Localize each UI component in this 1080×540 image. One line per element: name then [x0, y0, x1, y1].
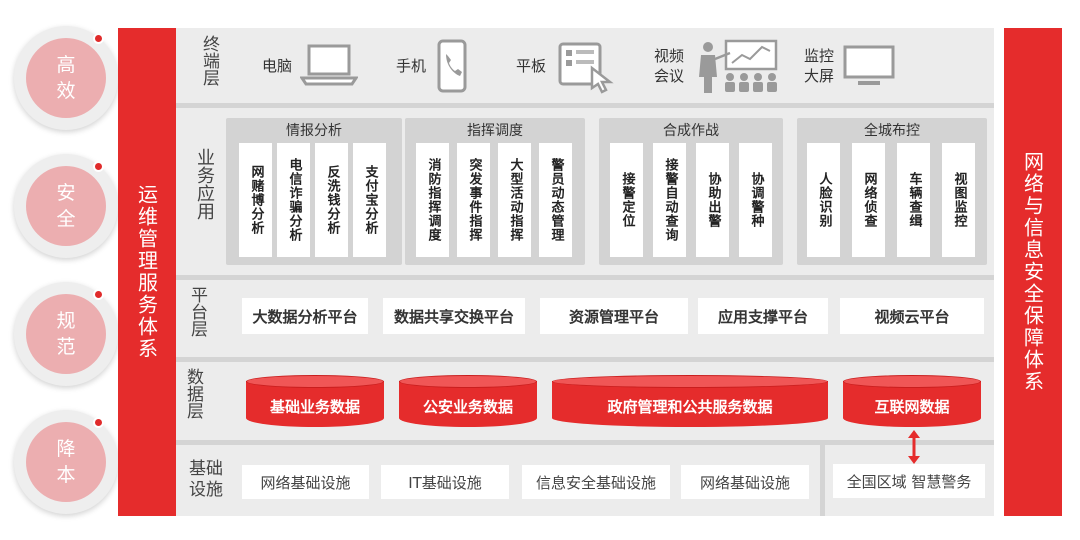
principle-text: 范 — [56, 336, 76, 358]
data-layer-label: 数据层 — [183, 368, 203, 419]
business-application-layer: 业务应用 情报分析 网赌博分析 电信诈骗分析 反洗钱分析 支付宝分析 指挥调度 … — [176, 108, 994, 275]
business-card: 支付宝分析 — [353, 143, 386, 257]
business-card: 视图监控 — [942, 143, 975, 257]
principle-text: 全 — [56, 208, 76, 230]
data-cylinder: 公安业务数据 — [399, 375, 537, 427]
principle-circle-cost: 降 本 — [14, 410, 118, 514]
infrastructure-box: IT基础设施 — [381, 465, 509, 499]
infrastructure-box: 网络基础设施 — [242, 465, 369, 499]
red-dot-icon — [93, 289, 104, 300]
principle-text: 安 — [56, 182, 76, 204]
platform-box: 应用支撑平台 — [698, 298, 828, 334]
principle-text: 规 — [56, 310, 76, 332]
principle-text: 降 — [56, 438, 76, 460]
business-group-title: 全城布控 — [864, 123, 920, 139]
business-group-command: 指挥调度 消防指挥调度 突发事件指挥 大型活动指挥 警员动态管理 — [405, 118, 585, 265]
security-assurance-bar: 网络与信息安全保障体系 — [1004, 28, 1062, 516]
business-group-title: 情报分析 — [286, 123, 342, 139]
device-label: 电脑 — [262, 56, 293, 75]
device-tablet: 平板 — [516, 28, 616, 103]
principle-circle-standard: 规 范 — [14, 282, 118, 386]
device-label: 手机 — [396, 56, 427, 75]
infrastructure-layer-label: 基础 设施 — [189, 459, 223, 500]
business-card: 大型活动指挥 — [498, 143, 531, 257]
business-group-title: 合成作战 — [663, 123, 719, 139]
device-computer: 电脑 — [262, 28, 359, 103]
platform-box: 大数据分析平台 — [242, 298, 368, 334]
infrastructure-layer: 基础 设施 网络基础设施 IT基础设施 信息安全基础设施 网络基础设施 — [176, 445, 820, 516]
data-cylinder-label: 公安业务数据 — [422, 397, 513, 416]
national-smart-policing-box: 全国区域 智慧警务 — [833, 464, 985, 498]
infrastructure-box: 信息安全基础设施 — [522, 465, 670, 499]
data-cylinder-label: 互联网数据 — [874, 397, 950, 416]
platform-layer: 平台层 大数据分析平台 数据共享交换平台 资源管理平台 应用支撑平台 视频云平台 — [176, 280, 994, 357]
platform-box: 数据共享交换平台 — [383, 298, 525, 334]
principle-circle-security: 安 全 — [14, 154, 118, 258]
business-layer-label: 业务应用 — [194, 148, 215, 220]
architecture-panel: 终端层 电脑 手机 平板 — [176, 28, 994, 516]
platform-box: 资源管理平台 — [540, 298, 688, 334]
business-group-title: 指挥调度 — [467, 123, 523, 139]
business-card: 消防指挥调度 — [416, 143, 449, 257]
tablet-icon — [558, 42, 614, 94]
device-label: 监控 大屏 — [804, 46, 835, 85]
mobile-phone-icon — [437, 39, 467, 92]
infrastructure-box: 网络基础设施 — [681, 465, 809, 499]
business-card: 电信诈骗分析 — [277, 143, 310, 257]
data-cylinder: 政府管理和公共服务数据 — [552, 375, 828, 427]
terminal-layer-label: 终端层 — [199, 35, 219, 86]
red-dot-icon — [93, 33, 104, 44]
device-phone: 手机 — [396, 28, 470, 103]
principle-text: 本 — [56, 464, 76, 486]
data-cylinder: 基础业务数据 — [246, 375, 384, 427]
principle-text: 高 — [56, 54, 76, 76]
computer-monitor-icon — [300, 44, 359, 85]
business-card: 车辆查缉 — [897, 143, 930, 257]
business-card: 接警自动查询 — [653, 143, 686, 257]
data-layer: 数据层 基础业务数据 公安业务数据 政府管理和公共服务数据 互联网数据 — [176, 362, 994, 440]
business-card: 突发事件指挥 — [457, 143, 490, 257]
principle-circle-efficiency: 高 效 — [14, 26, 118, 130]
business-group-intelligence: 情报分析 网赌博分析 电信诈骗分析 反洗钱分析 支付宝分析 — [226, 118, 402, 265]
business-card: 网赌博分析 — [239, 143, 272, 257]
business-card: 警员动态管理 — [539, 143, 572, 257]
ops-management-bar: 运维管理服务体系 — [118, 28, 176, 516]
data-cylinder-label: 基础业务数据 — [269, 397, 360, 416]
principle-text: 效 — [56, 80, 76, 102]
business-card: 网络侦查 — [852, 143, 885, 257]
device-label: 视频 会议 — [654, 46, 685, 85]
device-video-conference: 视频 会议 — [654, 28, 782, 103]
business-group-combat: 合成作战 接警定位 接警自动查询 协助出警 协调警种 — [599, 118, 783, 265]
ops-management-label: 运维管理服务体系 — [134, 184, 159, 360]
business-card: 接警定位 — [610, 143, 643, 257]
terminal-layer: 终端层 电脑 手机 平板 — [176, 28, 994, 103]
platform-layer-label: 平台层 — [187, 286, 207, 337]
red-dot-icon — [93, 161, 104, 172]
monitor-screen-icon — [843, 45, 895, 85]
video-conference-icon — [699, 39, 778, 93]
double-arrow-icon — [908, 430, 920, 464]
business-card: 协助出警 — [696, 143, 729, 257]
data-cylinder: 互联网数据 — [843, 375, 981, 427]
business-card: 反洗钱分析 — [315, 143, 348, 257]
device-monitor-screen: 监控 大屏 — [804, 28, 896, 103]
data-cylinder-label: 政府管理和公共服务数据 — [607, 397, 773, 416]
business-card: 协调警种 — [739, 143, 772, 257]
business-card: 人脸识别 — [807, 143, 840, 257]
red-dot-icon — [93, 417, 104, 428]
business-group-citywide: 全城布控 人脸识别 网络侦查 车辆查缉 视图监控 — [797, 118, 987, 265]
security-assurance-label: 网络与信息安全保障体系 — [1020, 151, 1045, 393]
platform-box: 视频云平台 — [840, 298, 984, 334]
device-label: 平板 — [516, 56, 547, 75]
